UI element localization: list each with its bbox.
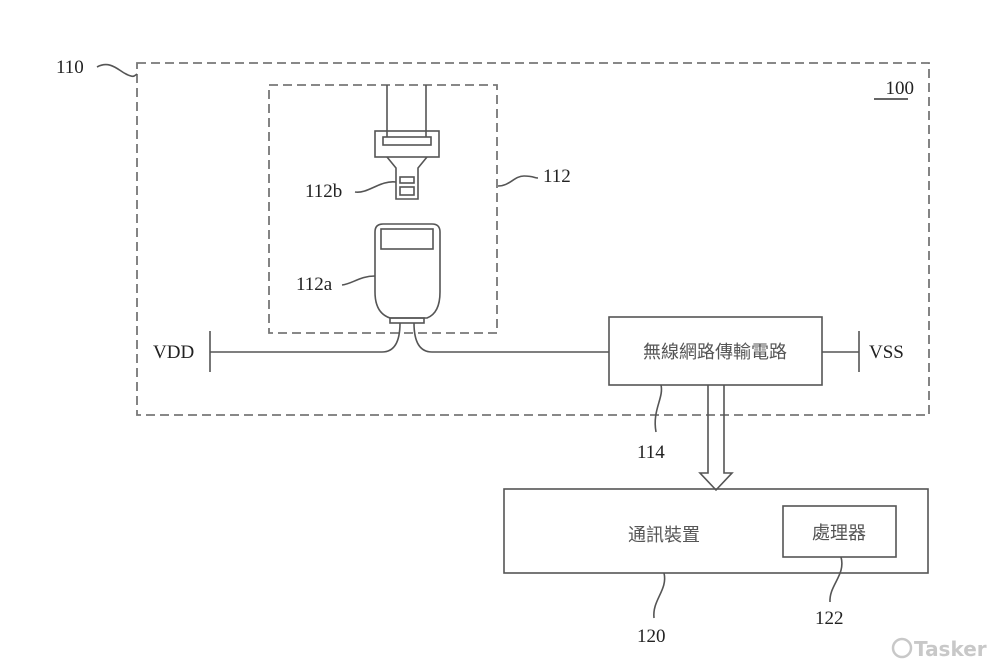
buckle-tongue-ref-label: 112b: [305, 181, 342, 202]
belt-group-box: [268, 84, 498, 334]
comm-device-label: 通訊裝置: [628, 525, 700, 546]
seat-belt-tongue-icon: [374, 85, 440, 200]
tasker-watermark: Tasker: [891, 637, 987, 661]
outer-box-ref-label: 110: [56, 57, 84, 78]
vdd-label: VDD: [153, 342, 194, 363]
buckle-receiver-ref-label: 112a: [296, 274, 333, 295]
figure-ref-label: 100: [886, 78, 915, 99]
comm-device-leader: [653, 572, 666, 619]
wireless-circuit-block: [608, 316, 823, 386]
processor-block: [782, 505, 897, 558]
processor-leader: [829, 556, 843, 603]
buckle-receiver-leader: [341, 275, 376, 286]
wireless-circuit-label: 無線網路傳輸電路: [643, 342, 787, 363]
comm-device-block: [503, 488, 929, 574]
processor-label: 處理器: [812, 523, 866, 544]
belt-group-ref-label: 112: [543, 166, 571, 187]
vss-label: VSS: [869, 342, 904, 363]
processor-ref-label: 122: [815, 608, 844, 629]
wireless-circuit-leader: [654, 384, 663, 433]
data-flow-arrow-icon: [698, 385, 734, 492]
seat-belt-buckle-icon: [374, 223, 441, 353]
outer-box-leader: [96, 63, 138, 78]
outer-system-box: [136, 62, 930, 416]
belt-group-leader: [497, 175, 539, 187]
wireless-circuit-ref-label: 114: [637, 442, 665, 463]
watermark-text: Tasker: [914, 637, 987, 661]
tasker-logo-icon: [891, 637, 913, 659]
comm-device-ref-label: 120: [637, 626, 666, 647]
buckle-tongue-leader: [354, 181, 397, 193]
